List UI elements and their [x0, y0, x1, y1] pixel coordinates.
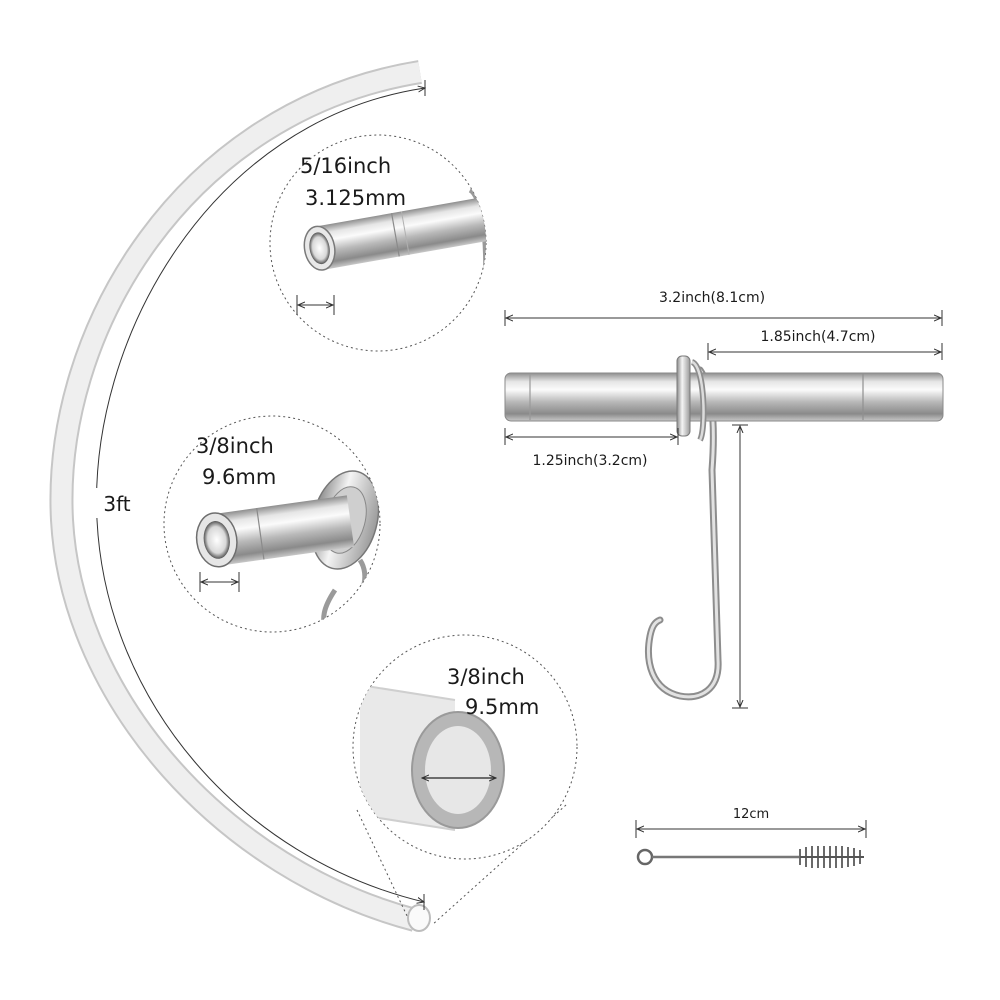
brush-handle-loop: [636, 848, 654, 866]
callout-1-width-marker: [296, 295, 335, 315]
callout-1-metric: 3.125mm: [305, 186, 406, 210]
callout-large-tube: 3/8inch 9.6mm: [163, 415, 381, 633]
hook-height-dimension: [732, 424, 748, 709]
callout-2-metric: 9.6mm: [202, 465, 276, 489]
cane-long-section-dimension: 1.85inch(4.7cm): [707, 329, 943, 360]
tubing-length-label: 3ft: [103, 492, 130, 516]
tubing-end-opening: [407, 904, 431, 932]
callout-3-metric: 9.5mm: [465, 695, 539, 719]
callout-2-width-marker: [199, 572, 240, 592]
cane-total-length-label: 3.2inch(8.1cm): [659, 290, 765, 306]
cane-total-dimension: 3.2inch(8.1cm): [504, 290, 943, 326]
brush-length-label: 12cm: [733, 807, 769, 822]
cleaning-brush: 12cm: [635, 807, 867, 868]
cane-short-section-dimension: 1.25inch(3.2cm): [504, 428, 679, 469]
silicone-tubing: [49, 60, 431, 932]
callout-tubing-section: 3/8inch 9.5mm: [352, 634, 578, 926]
racking-cane: [504, 355, 944, 701]
cane-long-section-label: 1.85inch(4.7cm): [760, 329, 875, 345]
callout-1-imperial: 5/16inch: [300, 154, 391, 178]
callout-3-imperial: 3/8inch: [447, 665, 525, 689]
callout-2-imperial: 3/8inch: [196, 434, 274, 458]
callout-small-tube: 5/16inch 3.125mm: [269, 134, 487, 352]
tubing-length-dimension: 3ft: [95, 80, 425, 910]
cane-short-section-label: 1.25inch(3.2cm): [532, 453, 647, 469]
